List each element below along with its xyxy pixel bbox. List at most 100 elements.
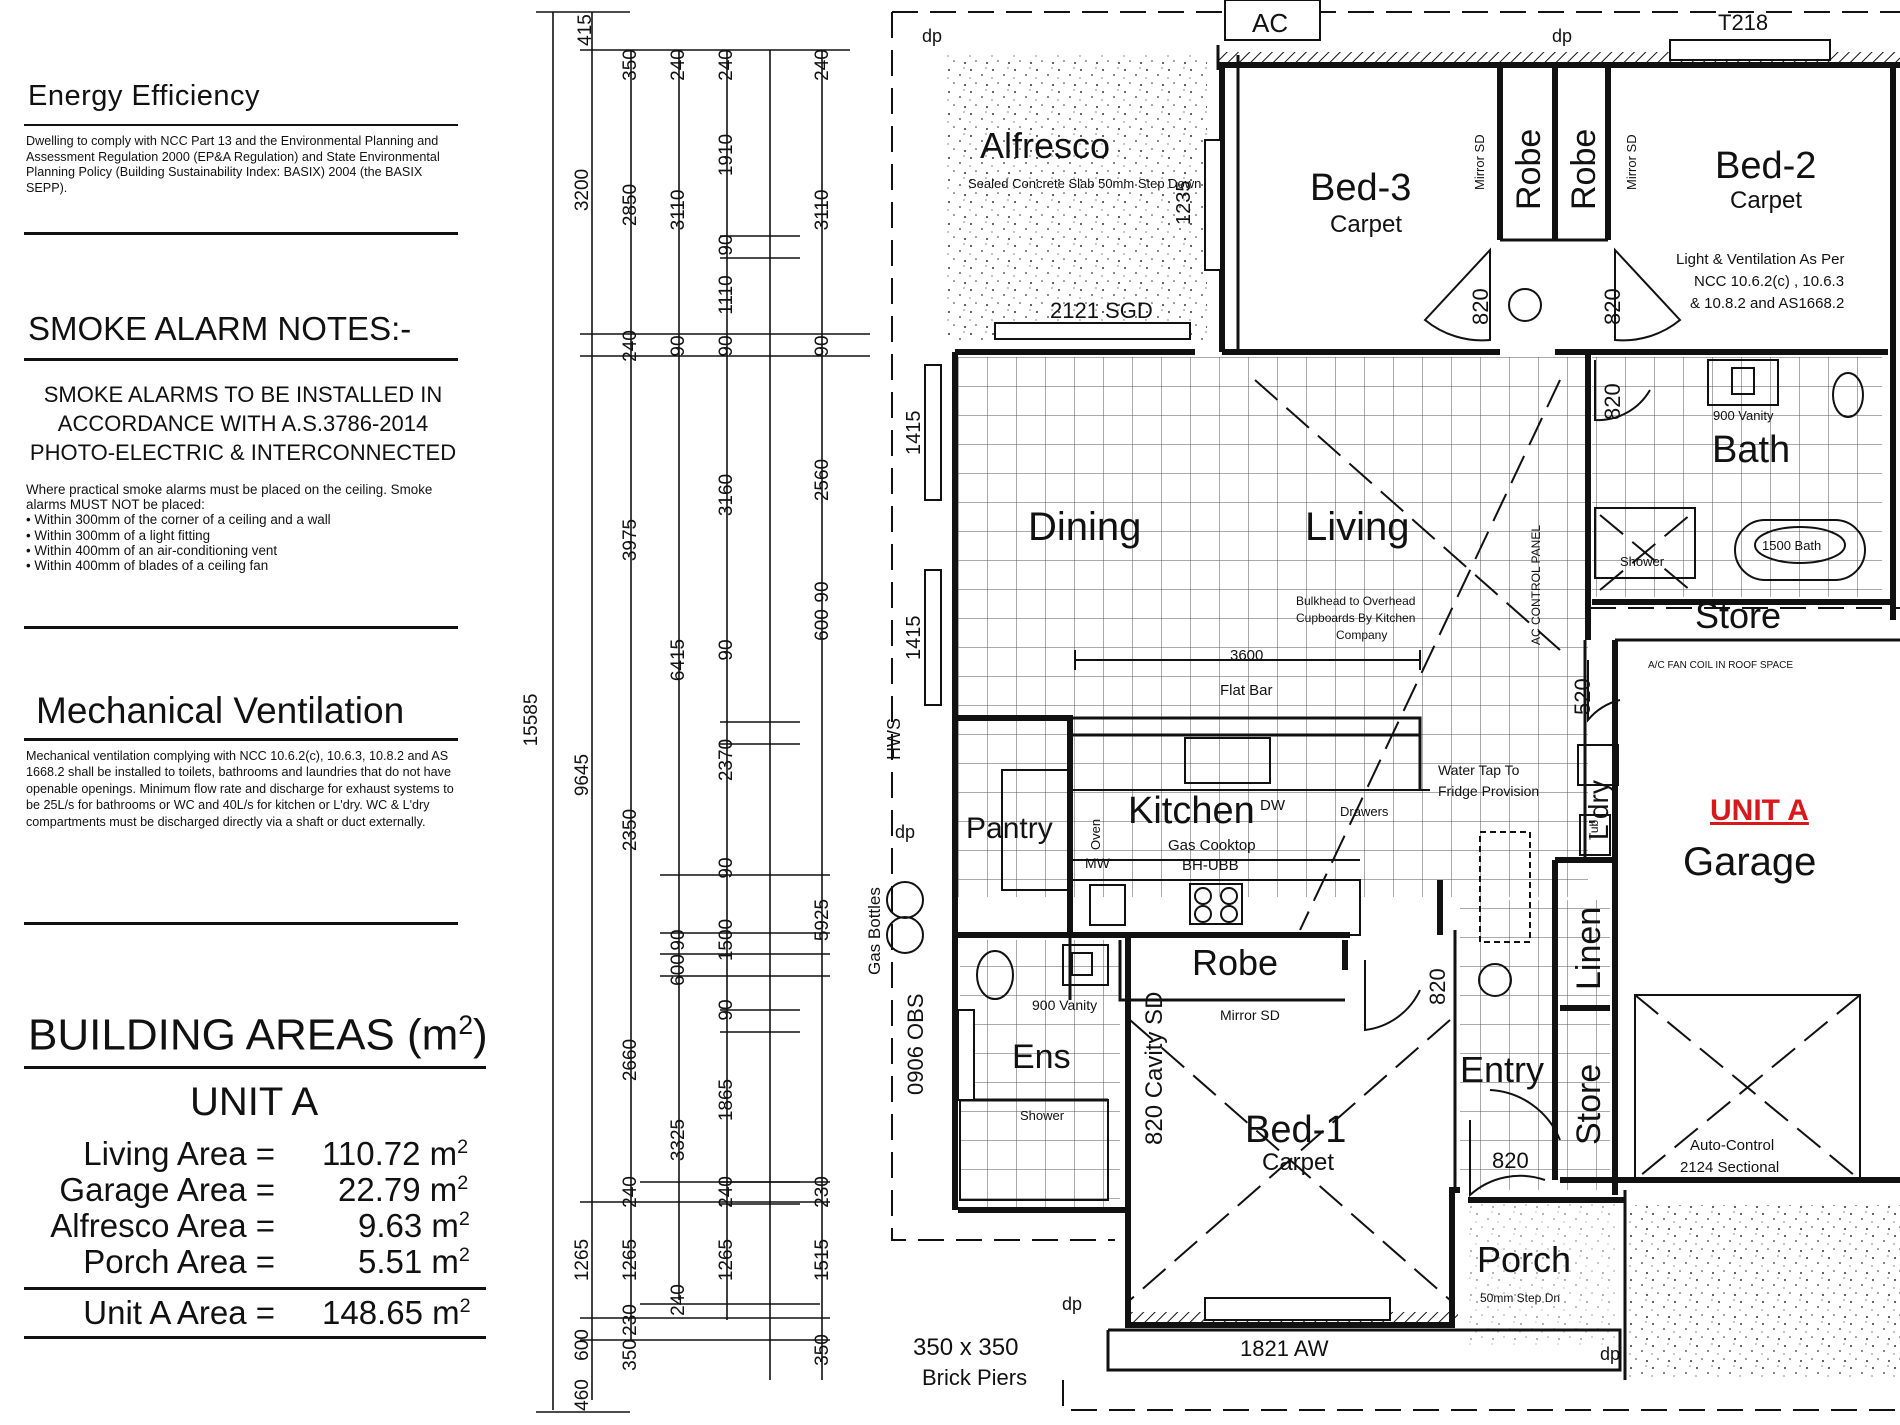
dim-col4: 1865 [716, 1079, 737, 1121]
water-tap-label: Water Tap To [1438, 762, 1520, 778]
sectional-label: 2124 Sectional [1680, 1159, 1779, 1176]
dining-label: Dining [1028, 505, 1141, 549]
kitchen-label: Kitchen [1128, 790, 1255, 832]
area-unit-sup: 2 [457, 1172, 469, 1194]
window-1235: 1235 [1173, 181, 1195, 226]
door-820: 820 [1600, 288, 1625, 325]
area-number: 148.65 [322, 1294, 423, 1331]
dim-col5: 600 [812, 609, 833, 641]
piers-line: 350 x 350 [913, 1334, 1018, 1361]
energy-title: Energy Efficiency [28, 80, 261, 112]
dim-col3: 90 [668, 335, 689, 356]
porch-label: Porch [1477, 1239, 1571, 1280]
dp-label: dp [1062, 1294, 1082, 1314]
dim-col4: 90 [716, 335, 737, 356]
ac-coil-label: A/C FAN COIL IN ROOF SPACE [1648, 660, 1793, 671]
vanity-label: 900 Vanity [1713, 408, 1774, 423]
area-label: Porch Area = [83, 1243, 275, 1280]
dim-col5: 240 [812, 49, 833, 81]
dim-col4: 240 [716, 49, 737, 81]
dim-col5: 2560 [812, 459, 833, 501]
dim-col4: 90 [716, 857, 737, 878]
alfresco-note: Sealed Concrete Slab 50mm Step Down [968, 176, 1201, 191]
overhead-line: Cupboards By Kitchen [1296, 611, 1415, 625]
dw-label: DW [1260, 797, 1286, 814]
window-1415a: 1415 [903, 411, 925, 456]
door-820: 820 [1492, 1148, 1529, 1173]
bed2-label: Bed-2 [1715, 145, 1816, 187]
dim-col3: 240 [668, 1284, 689, 1316]
dim-col3: 600 [668, 954, 689, 986]
notes-panel: Energy Efficiency Dwelling to comply wit… [0, 0, 500, 1425]
entry-label: Entry [1460, 1049, 1544, 1090]
living-label: Living [1305, 505, 1410, 549]
dim-col4: 3160 [716, 474, 737, 516]
bed1-floor: Carpet [1262, 1149, 1334, 1176]
boundary-lines [891, 11, 1900, 1411]
dim-col3: 90 [668, 929, 689, 950]
cooktop-model: BH-UBB [1182, 857, 1239, 874]
fridge-label: Fridge Provision [1438, 783, 1539, 799]
area-unit: m [431, 1243, 459, 1280]
bed2-floor: Carpet [1730, 187, 1802, 214]
dim-col2: 3975 [620, 519, 641, 561]
porch-slab [1468, 1200, 1618, 1345]
cavity-sd-label: 820 Cavity SD [1141, 992, 1168, 1145]
dp-label: dp [895, 822, 915, 842]
dim-col5: 90 [812, 335, 833, 356]
dp-label: dp [1552, 26, 1572, 46]
store-label-2: Store [1570, 1064, 1608, 1145]
dim-col1: 1265 [572, 1239, 593, 1281]
garage-door [1634, 994, 1861, 1181]
smoke-item: Within 300mm of the corner of a ceiling … [26, 512, 458, 527]
dimension-lines [536, 11, 870, 1413]
dim-col5: 3110 [812, 190, 833, 231]
walls [952, 62, 1900, 1328]
area-number: 5.51 [358, 1243, 423, 1280]
areas-title-text: BUILDING AREAS (m [28, 1010, 459, 1060]
drawers-label: Drawers [1340, 804, 1389, 819]
dim-col2: 230 [620, 1304, 641, 1336]
smoke-list: Where practical smoke alarms must be pla… [26, 482, 458, 573]
shower-label: Shower [1620, 554, 1665, 569]
shower-label-2: Shower [1020, 1108, 1065, 1123]
dim-col3: 240 [668, 49, 689, 81]
dim-col5: 90 [812, 581, 833, 602]
room-labels: Alfresco Sealed Concrete Slab 50mm Step … [865, 8, 1844, 1390]
area-label: Alfresco Area = [50, 1207, 275, 1244]
driveway-slab [1625, 1205, 1900, 1380]
area-number: 110.72 [322, 1135, 421, 1172]
mech-top-rule [24, 738, 458, 741]
tub-label: Tub [1587, 819, 1601, 840]
light-vent-line: Light & Ventilation As Per [1676, 251, 1844, 268]
dim-col2: 240 [620, 1176, 641, 1208]
dim-col5: 350 [812, 1334, 833, 1366]
dim-col5: 230 [812, 1176, 833, 1208]
ldry-label: L'dry [1583, 780, 1614, 840]
dim-col3: 3325 [668, 1119, 689, 1161]
bath-fixtures [886, 288, 1866, 1201]
door-520: 520 [1570, 678, 1595, 715]
sgd-label: 2121 SGD [1050, 298, 1153, 323]
smoke-item: Within 400mm of an air-conditioning vent [26, 543, 458, 558]
window-1415b: 1415 [903, 616, 925, 661]
dim-col4: 240 [716, 1176, 737, 1208]
bath-label: Bath [1712, 429, 1790, 471]
dim-col2: 350 [620, 49, 641, 81]
mech-bottom-rule [24, 922, 458, 925]
dp-label: dp [922, 26, 942, 46]
dim-col4: 90 [716, 999, 737, 1020]
area-total-label: Unit A Area = [83, 1294, 275, 1331]
unit-a-label: UNIT A [1710, 794, 1809, 827]
gas-cooktop-label: Gas Cooktop [1168, 837, 1256, 854]
area-unit: m [431, 1207, 459, 1244]
smoke-head: SMOKE ALARMS TO BE INSTALLED IN ACCORDAN… [28, 380, 458, 467]
smoke-title: SMOKE ALARM NOTES:- [28, 310, 412, 347]
area-unit-sup: 2 [458, 1208, 470, 1230]
dim-overall: 15585 [521, 694, 542, 747]
dp-label: dp [1600, 1344, 1620, 1364]
area-unit-sup: 2 [459, 1295, 471, 1317]
hws-label: HWS [884, 718, 904, 760]
robe-label-3: Robe [1192, 942, 1278, 983]
mech-text: Mechanical ventilation complying with NC… [26, 749, 454, 829]
